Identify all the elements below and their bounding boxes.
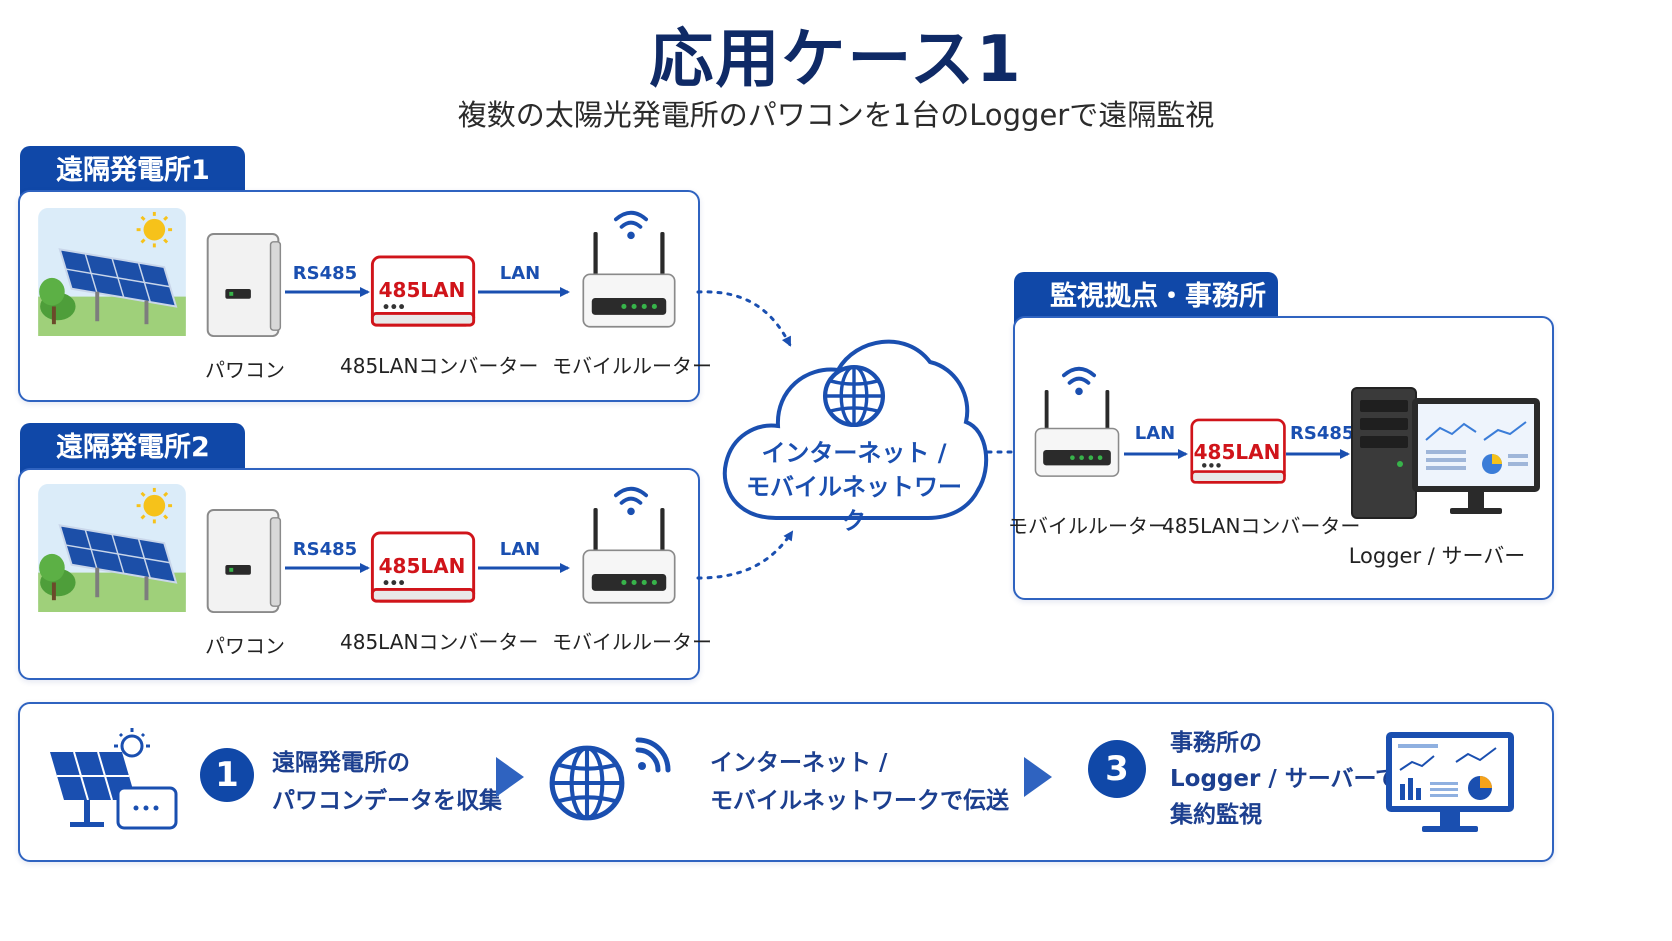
summary-panel: [18, 702, 1554, 862]
site2-converter-text: 485LAN: [378, 554, 466, 578]
arrow-router-converter-office: [1124, 449, 1188, 459]
monitor-icon: [1386, 732, 1514, 832]
office-converter-text: 485LAN: [1193, 440, 1281, 464]
signal-icon: [635, 737, 671, 773]
site2-link-lan: LAN: [499, 539, 541, 560]
site1-pcs-label: パワコン: [205, 358, 285, 382]
globe-icon: [820, 362, 888, 430]
chevron-right-icon: [1024, 757, 1052, 797]
site1-tab: 遠隔発電所1: [20, 146, 245, 198]
solar-panel-icon: [38, 208, 186, 336]
site1-converter-label: 485LANコンバーター: [340, 354, 539, 378]
site1-link-rs485: RS485: [292, 263, 358, 284]
step3-line3: 集約監視: [1170, 802, 1262, 828]
site1-router-label: モバイルルーター: [552, 354, 712, 378]
solar-panel-icon: [38, 484, 186, 612]
office-converter-label: 485LANコンバーター: [1162, 514, 1361, 538]
site2-converter-label: 485LANコンバーター: [340, 630, 539, 654]
office-tab: 監視拠点・事務所: [1014, 272, 1278, 324]
step2-line2: モバイルネットワークで伝送: [710, 788, 1009, 814]
arrow-pcs-converter-1: [285, 287, 370, 297]
office-link-rs485: RS485: [1290, 423, 1355, 444]
server-icon: [1351, 387, 1540, 519]
step3-number: 3: [1088, 740, 1146, 798]
router-icon: [1028, 390, 1126, 490]
step1-line1: 遠隔発電所の: [272, 750, 410, 776]
solar-device-icon: [50, 728, 178, 830]
chevron-right-icon: [496, 757, 524, 797]
page-title: 応用ケース1: [649, 23, 1023, 97]
arrow-converter-router-2: [478, 563, 570, 573]
step3-line2: Logger / サーバーで: [1170, 766, 1399, 792]
step1-line2: パワコンデータを収集: [272, 788, 502, 814]
site1-converter-text: 485LAN: [378, 278, 466, 302]
step3-line1: 事務所の: [1170, 730, 1262, 756]
arrow-pcs-converter-2: [285, 563, 370, 573]
office-router-label: モバイルルーター: [1008, 514, 1168, 538]
dotted-connectors: [696, 290, 1024, 580]
page-subtitle: 複数の太陽光発電所のパワコンを1台のLoggerで遠隔監視: [457, 98, 1215, 132]
site2-link-rs485: RS485: [292, 539, 358, 560]
cloud-label-line1: インターネット /: [761, 439, 947, 467]
site2-pcs-label: パワコン: [205, 634, 285, 658]
router-icon: [574, 508, 684, 618]
inverter-icon: [205, 508, 285, 616]
arrow-converter-server-office: [1286, 449, 1350, 459]
cloud-icon: [722, 339, 989, 520]
office-link-lan: LAN: [1134, 423, 1176, 444]
site2-tab: 遠隔発電所2: [20, 423, 245, 475]
site1-link-lan: LAN: [499, 263, 541, 284]
cloud-label-line2: モバイルネットワーク: [746, 473, 962, 535]
step1-number: 1: [200, 748, 254, 802]
site2-router-label: モバイルルーター: [552, 630, 712, 654]
arrow-converter-router-1: [478, 287, 570, 297]
inverter-icon: [205, 232, 285, 340]
router-icon: [574, 232, 684, 342]
step2-line1: インターネット /: [710, 750, 888, 776]
office-server-label: Logger / サーバー: [1348, 544, 1526, 568]
globe-icon: [546, 742, 628, 824]
